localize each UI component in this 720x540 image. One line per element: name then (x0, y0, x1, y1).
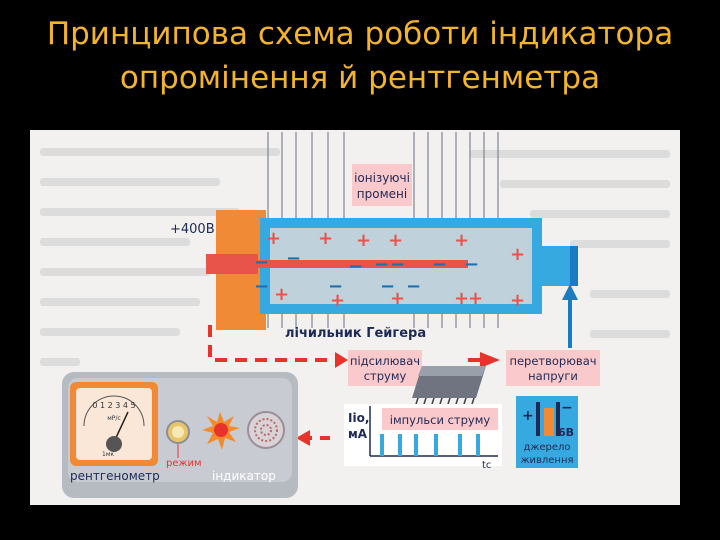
svg-text:−: − (374, 254, 389, 275)
flash-indicator-icon (202, 412, 240, 450)
current-axis-label-2: мА (348, 427, 368, 441)
geiger-counter-label: лічильник Гейгера (285, 326, 426, 341)
battery-icon: + − (522, 400, 573, 436)
time-axis-label: tc (482, 460, 491, 471)
svg-text:−: − (348, 256, 363, 277)
rays-label-line-2: промені (357, 187, 407, 201)
battery-voltage: 6В (558, 426, 574, 439)
meter-dial: 0 1 2 3 4 5 мР/с 1мк (70, 382, 158, 466)
svg-text:+: + (454, 288, 469, 309)
svg-text:−: − (406, 276, 421, 297)
background-text-texture (40, 148, 670, 366)
amplifier-label-box (348, 350, 422, 386)
current-pulses (380, 434, 480, 456)
meter-reading: 1мк (102, 451, 114, 458)
indicator-label: індикатор (212, 469, 276, 483)
svg-text:+: + (318, 228, 333, 249)
svg-text:+: + (388, 230, 403, 251)
converter-label-box (506, 350, 600, 386)
amplifier-label-line-1: підсилювач (350, 354, 420, 368)
diagram-canvas: іонізуючі промені +400В + + + + + + + + … (40, 132, 670, 498)
svg-text:−: − (561, 400, 573, 416)
current-axis-label-1: Iio, (348, 411, 369, 425)
arrow-to-amplifier (335, 352, 348, 368)
meter-scale: 0 1 2 3 4 5 (92, 401, 135, 410)
converter-label-line-2: напруги (528, 369, 578, 383)
central-electrode (206, 260, 468, 268)
amplifier-label-line-2: струму (364, 369, 407, 383)
svg-text:−: − (286, 248, 301, 269)
svg-text:−: − (432, 254, 447, 275)
svg-text:−: − (254, 252, 269, 273)
svg-text:−: − (380, 276, 395, 297)
meter-unit: мР/с (107, 415, 120, 422)
svg-text:−: − (390, 254, 405, 275)
converter-label-line-1: перетворювач (509, 354, 596, 368)
charges: + + + + + + + + + + + + − − − − − − − − … (254, 228, 525, 311)
arrow-to-tube (562, 284, 578, 300)
pulses-label: імпульси струму (390, 413, 491, 427)
svg-text:+: + (510, 290, 525, 311)
svg-text:+: + (454, 230, 469, 251)
svg-text:+: + (390, 288, 405, 309)
electrode-terminal (206, 254, 258, 274)
voltage-label: +400В (170, 222, 215, 237)
svg-text:+: + (330, 290, 345, 311)
title-line-1: Принципова схема роботи індикатора (46, 16, 674, 52)
title-line-2: опромінення й рентгенметра (119, 60, 601, 96)
svg-text:+: + (522, 408, 534, 424)
svg-text:+: + (266, 228, 281, 249)
speaker-grille-icon (247, 411, 285, 449)
pulses-label-box (382, 408, 498, 430)
svg-text:+: + (468, 288, 483, 309)
rays-label-line-1: іонізуючі (354, 171, 410, 185)
amplifier-chip-icon (412, 366, 486, 405)
meter-label: рентгенометр (70, 469, 160, 483)
arrow-to-indicator (296, 430, 310, 446)
svg-text:+: + (356, 230, 371, 251)
arrow-to-converter (480, 352, 500, 368)
mode-label: режим (166, 458, 202, 469)
svg-text:−: − (328, 276, 343, 297)
rays-label-box (352, 164, 412, 206)
svg-text:−: − (464, 254, 479, 275)
svg-text:+: + (510, 244, 525, 265)
geiger-counter-diagram: іонізуючі промені +400В + + + + + + + + … (30, 130, 680, 505)
power-source-label-2: живлення (520, 455, 573, 466)
svg-text:+: + (274, 284, 289, 305)
slide-title: Принципова схема роботи індикатора опром… (0, 0, 720, 112)
svg-text:−: − (254, 276, 269, 297)
power-source-label-1: джерело (523, 442, 570, 453)
